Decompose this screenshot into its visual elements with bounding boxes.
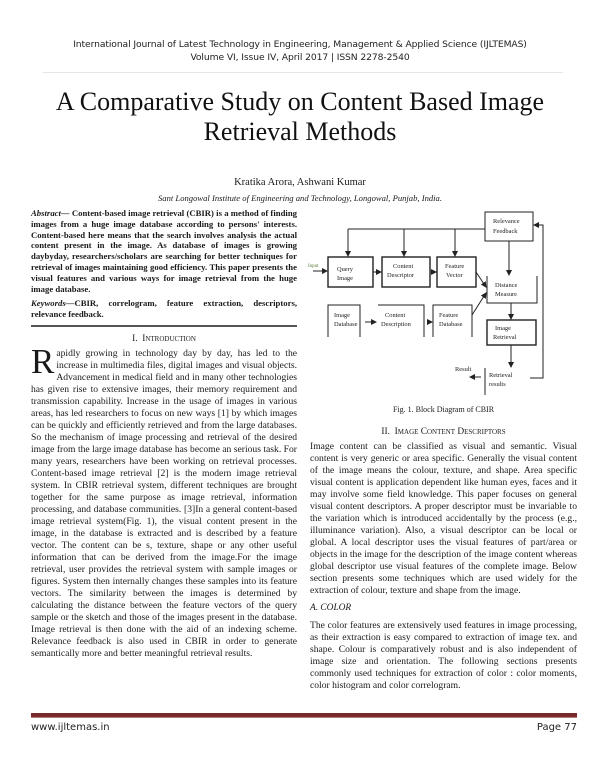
keywords-label: Keywords— [31,298,75,309]
arrow-featuredb-to-distance [471,292,487,316]
label-relevance: Relevance [493,218,520,225]
section-number: II. [381,427,390,437]
section-heading-descriptors: II. Image Content Descriptors [310,426,577,438]
label-vector: Vector [446,272,464,279]
affiliation: Sant Longowal Institute of Engineering a… [158,193,442,203]
label-database: Database [334,321,358,328]
title-line-2: Retrieval Methods [203,117,397,146]
abstract-divider [31,324,297,327]
paper-title: A Comparative Study on Content Based Ima… [0,87,600,147]
label-distance: Distance [495,282,518,289]
label-image-db: Image [334,312,350,319]
figure-caption: Fig. 1. Block Diagram of CBIR [392,405,495,414]
right-column: Fig. 1. Block Diagram of CBIR II. Image … [310,405,577,692]
label-retrieval-results: Retrieval [489,372,513,379]
label-database-2: Database [439,321,463,328]
label-feature: Feature [445,263,464,270]
label-description: Description [381,321,412,328]
introduction-body: apidly growing in technology day by day,… [31,347,297,659]
label-query: Query [337,266,354,273]
label-measure: Measure [495,291,517,298]
descriptors-text: Image content can be classified as visua… [310,441,577,596]
input-label: Input [308,264,319,269]
section-number: I. [132,333,138,344]
label-retrieval: Retrieval [493,334,517,341]
content-description-box [378,304,425,337]
subsection-heading-color: A. COLOR [310,603,352,613]
feature-database-box [432,304,473,337]
image-retrieval-box [486,319,537,346]
distance-measure-box [486,276,538,304]
section-heading-introduction: I. Introduction [31,333,297,345]
header-divider [43,72,563,73]
abstract: Abstract— Content-based image retrieval … [31,208,297,294]
arrow-vector-to-distance [475,271,487,288]
label-descriptor: Descriptor [387,272,415,279]
abstract-label: Abstract— [31,208,70,218]
label-results: results [489,381,506,388]
label-content-2: Content [385,312,405,319]
abstract-text: Content-based image retrieval (CBIR) is … [31,208,297,294]
footer-divider [31,713,577,718]
footer-website[interactable]: www.ijltemas.in [31,722,110,733]
left-column: Abstract— Content-based image retrieval … [31,208,297,660]
keywords-text: CBIR, correlogram, feature extraction, d… [31,298,297,320]
section-title: Image Content Descriptors [394,427,506,437]
title-line-1: A Comparative Study on Content Based Ima… [55,87,545,116]
section-title: Introduction [142,333,196,344]
label-result: Result [455,366,472,373]
label-image-ret: Image [495,325,511,332]
label-content: Content [393,263,413,270]
cbir-block-diagram: Input Relevance Feedback Query Image Con… [308,211,544,395]
label-feedback: Feedback [493,228,518,235]
issue-info: Volume VI, Issue IV, April 2017 | ISSN 2… [190,52,410,63]
journal-name: International Journal of Latest Technolo… [73,39,527,50]
label-image: Image [337,275,353,282]
page-number: Page 77 [536,722,577,733]
image-database-box [327,304,361,337]
color-text: The color features are extensively used … [310,620,577,691]
drop-cap: R [31,341,55,381]
authors: Kratika Arora, Ashwani Kumar [234,177,366,188]
relevance-feedback-box [484,211,534,242]
feedback-loop-line [530,222,544,379]
label-feature-db: Feature [439,312,458,319]
keywords: Keywords—CBIR, correlogram, feature extr… [31,298,297,320]
